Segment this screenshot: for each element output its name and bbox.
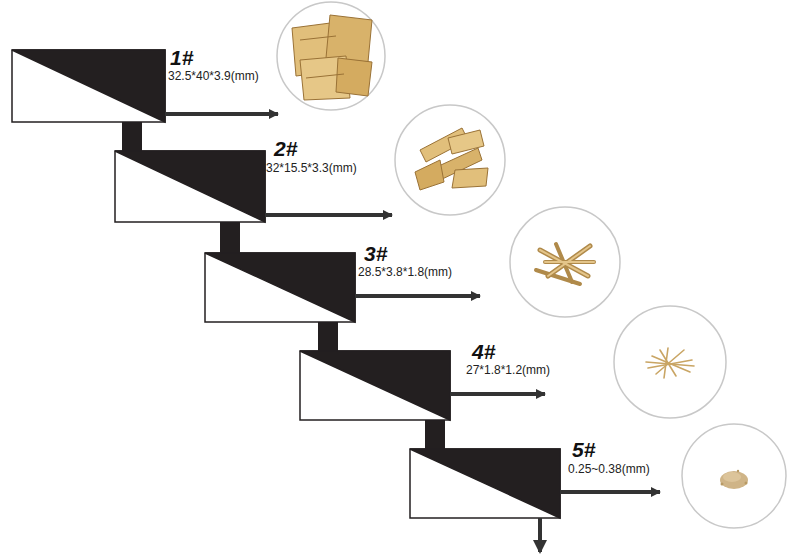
screen-deck — [12, 50, 560, 518]
wood-strands — [646, 348, 694, 378]
chip-dimension: 0.25~0.38(mm) — [568, 463, 650, 476]
screen-column — [318, 322, 338, 351]
wood-chips-medium — [415, 128, 488, 190]
chip-dimension: 28.5*3.8*1.8(mm) — [358, 266, 452, 279]
screen-column — [122, 122, 142, 151]
screen-number: 5# — [572, 438, 595, 461]
chip-dimension: 32*15.5*3.3(mm) — [266, 162, 357, 175]
chip-dimension: 27*1.8*1.2(mm) — [466, 364, 550, 377]
wood-chips-large — [292, 15, 372, 100]
screen-number: 1# — [170, 46, 193, 69]
sample-circle — [277, 2, 786, 528]
wood-powder — [720, 470, 748, 489]
chip-dimension: 32.5*40*3.9(mm) — [168, 70, 259, 83]
wood-sticks — [536, 244, 594, 284]
screen-column — [425, 420, 445, 449]
screen-number: 4# — [472, 340, 495, 363]
down-arrow-head — [533, 540, 547, 554]
wood-sticks-highlight — [540, 246, 594, 276]
screen-column — [220, 222, 240, 253]
screen-number: 2# — [274, 137, 297, 160]
screen-number: 3# — [364, 242, 387, 265]
